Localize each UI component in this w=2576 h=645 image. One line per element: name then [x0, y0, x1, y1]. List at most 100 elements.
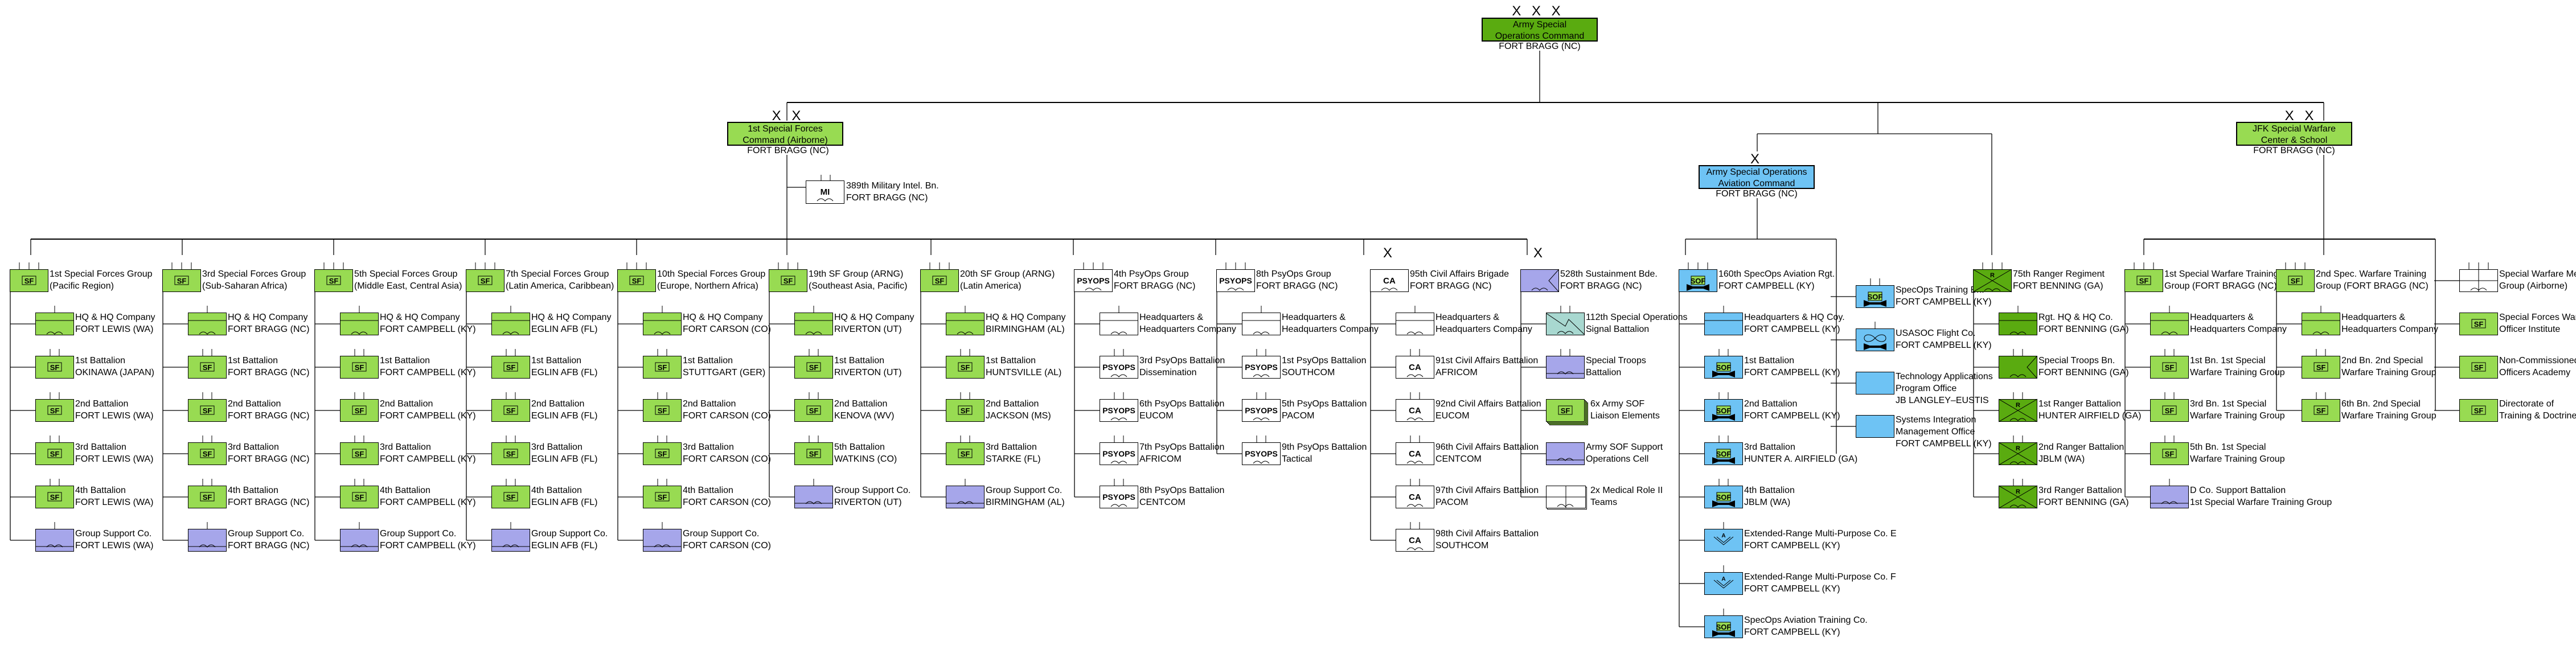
- sof-co-symbol-icon: SOF: [1704, 609, 1743, 638]
- svg-text:SF: SF: [2474, 406, 2484, 415]
- unit-label-line2: Headquarters Company: [2341, 324, 2438, 334]
- mi-battalion[interactable]: MI 389th Military Intel. Bn. FORT BRAGG …: [806, 169, 977, 209]
- unit-label-line1: 7th PsyOps Battalion: [1139, 442, 1225, 452]
- unit-label-line1: 4th Battalion: [75, 486, 126, 495]
- unit-label-line1: 2nd Ranger Battalion: [2038, 442, 2124, 452]
- unit-label-line2: (Latin America, Caribbean): [506, 281, 614, 291]
- sf-symbol-icon: SF: [35, 392, 74, 422]
- sfc-box[interactable]: 1st Special Forces Command (Airborne): [727, 122, 843, 146]
- unit-label-line2: FORT BRAGG (NC): [228, 411, 310, 421]
- svg-text:SF: SF: [2316, 406, 2326, 415]
- unit-label-line1: 97th Civil Affairs Battalion: [1435, 486, 1539, 495]
- swcs-box[interactable]: JFK Special Warfare Center & School: [2236, 122, 2352, 146]
- unit-label: Headquarters &Headquarters Company: [2341, 311, 2438, 335]
- sf-symbol-icon: SF: [162, 262, 201, 292]
- svg-text:PSYOPS: PSYOPS: [1102, 492, 1135, 502]
- unit-label-line1: 3rd Battalion: [531, 442, 583, 452]
- usasoc-box[interactable]: Army Special Operations Command: [1482, 18, 1598, 42]
- unit-label-line2: STARKE (FL): [986, 454, 1041, 464]
- unit-label-line1: 2nd Battalion: [228, 399, 281, 409]
- unit-label-line2: FORT CAMPBELL (KY): [1896, 297, 1992, 307]
- unit-label-line2: (Middle East, Central Asia): [354, 281, 462, 291]
- unit-label-line1: 8th PsyOps Battalion: [1139, 486, 1225, 495]
- svg-text:R: R: [1990, 272, 1995, 279]
- sf-symbol-icon: SF: [35, 479, 74, 508]
- support-symbol-icon: [946, 479, 985, 508]
- unit-label-line2: FORT BENNING (GA): [2038, 368, 2129, 377]
- unit-label-line1: HQ & HQ Company: [75, 313, 155, 322]
- unit-label-line2: Warfare Training Group: [2341, 368, 2436, 377]
- unit-label-line2: FORT LEWIS (WA): [75, 324, 154, 334]
- hhc-blue-symbol-icon: [1704, 306, 1743, 335]
- support-symbol-icon: [188, 522, 227, 552]
- unit-label-line2: FORT CAMPBELL (KY): [1744, 584, 1840, 594]
- unit-label: Headquarters &Headquarters Company: [1435, 311, 1532, 335]
- unit-label-line1: Group Support Co.: [75, 529, 152, 539]
- svg-text:PSYOPS: PSYOPS: [1102, 363, 1135, 372]
- unit-label-line2: EGLIN AFB (FL): [531, 411, 598, 421]
- svg-text:PSYOPS: PSYOPS: [1077, 276, 1110, 285]
- unit-label: 20th SF Group (ARNG)(Latin America): [960, 268, 1055, 292]
- unit-label: 19th SF Group (ARNG)(Southeast Asia, Pac…: [809, 268, 907, 292]
- unit-label-line2: Tactical: [1282, 454, 1312, 464]
- unit-label-line2: FORT BENNING (GA): [2013, 281, 2103, 291]
- svg-text:CA: CA: [1409, 449, 1421, 459]
- psyops-symbol-icon: PSYOPS: [1242, 392, 1281, 422]
- unit-label: Special Forces WarrantOfficer Institute: [2499, 311, 2576, 335]
- asoac-box[interactable]: Army Special Operations Aviation Command: [1699, 165, 1815, 189]
- unit-label-line1: 2nd Battalion: [380, 399, 433, 409]
- unit-label-line2: FORT CAMPBELL (KY): [380, 454, 476, 464]
- support-symbol-icon: [491, 522, 530, 552]
- unit-label-line1: 2nd Battalion: [986, 399, 1039, 409]
- unit-label-line1: 3rd Battalion: [75, 442, 126, 452]
- unit-label-line2: Dissemination: [1139, 368, 1197, 377]
- unit-label-line2: FORT BRAGG (NC): [228, 454, 310, 464]
- unit-label: Group Support Co.FORT BRAGG (NC): [228, 528, 309, 552]
- svg-text:SF: SF: [1561, 406, 1570, 415]
- unit-label-line2: JACKSON (MS): [986, 411, 1051, 421]
- svg-text:SOF: SOF: [1716, 406, 1732, 415]
- unit-label-line1: 1st Battalion: [986, 356, 1036, 365]
- sf-symbol-icon: SF: [946, 436, 985, 465]
- unit-label-line1: 3rd Battalion: [986, 442, 1037, 452]
- unit-label-line2: Management Office: [1896, 427, 1975, 437]
- sf-plain-symbol-icon: SF: [2459, 313, 2498, 335]
- unit-label-line1: USASOC Flight Co.: [1896, 328, 1976, 338]
- unit-label-line2: Warfare Training Group: [2190, 454, 2285, 464]
- unit-label-line2: EGLIN AFB (FL): [531, 324, 598, 334]
- sf-symbol-icon: SF: [946, 349, 985, 379]
- unit-label: Special Warfare MedicalGroup (Airborne): [2499, 268, 2576, 292]
- sf-plain-symbol-icon: SF: [2459, 356, 2498, 379]
- svg-text:SF: SF: [50, 450, 60, 458]
- svg-text:CA: CA: [1409, 406, 1421, 416]
- svg-text:SF: SF: [329, 277, 339, 285]
- unit-label-line2: FORT CAMPBELL (KY): [1744, 541, 1840, 550]
- unit-label-line2: Headquarters Company: [2190, 324, 2287, 334]
- svg-text:SF: SF: [203, 450, 212, 458]
- sfc-echelon: X X: [772, 108, 805, 124]
- sof-symbol-icon: SOF: [1704, 392, 1743, 422]
- svg-text:SF: SF: [784, 277, 793, 285]
- unit-label-line1: 98th Civil Affairs Battalion: [1435, 529, 1539, 539]
- support-symbol-icon: [2150, 479, 2189, 508]
- svg-text:SF: SF: [961, 406, 970, 415]
